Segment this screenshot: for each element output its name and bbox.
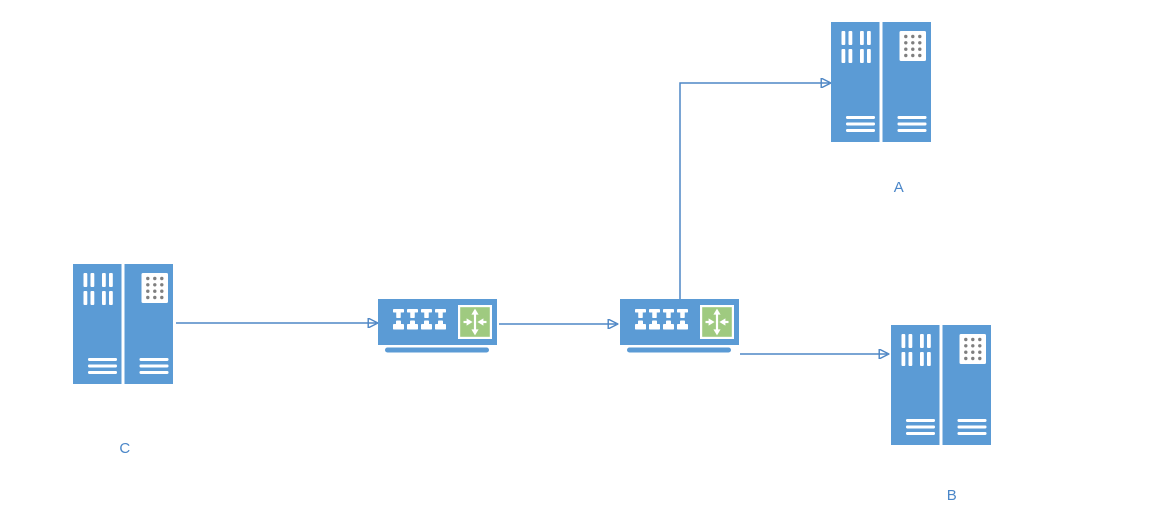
label-server-b: B [946, 487, 958, 504]
label-server-c: C [119, 440, 131, 457]
server-b[interactable] [891, 325, 991, 445]
label-server-a: A [893, 179, 905, 196]
router-2[interactable] [620, 299, 739, 353]
server-a[interactable] [831, 22, 931, 142]
router-1[interactable] [378, 299, 497, 353]
server-c[interactable] [73, 264, 173, 384]
connector-router2-to-a[interactable] [679, 83, 829, 299]
